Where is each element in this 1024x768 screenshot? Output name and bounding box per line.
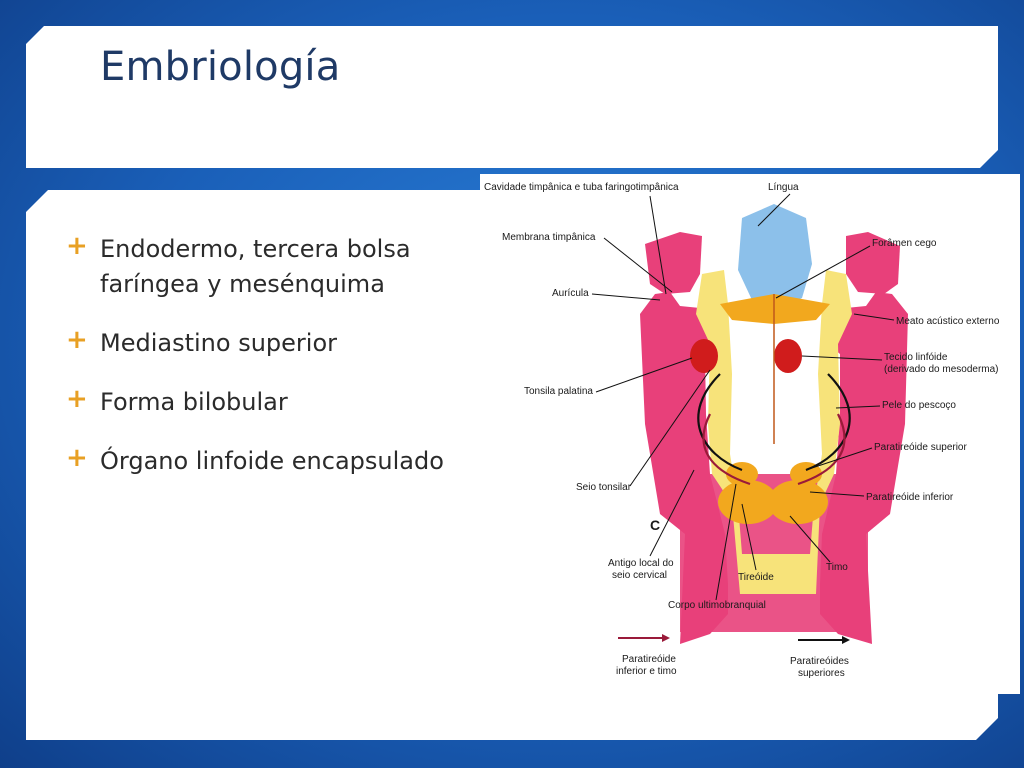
leader-line — [715, 483, 737, 601]
palatine-tonsil — [774, 339, 802, 373]
label-cavidade: Cavidade timpânica e tuba faringotimpâni… — [484, 182, 679, 193]
label-lingua: Língua — [768, 182, 799, 193]
label-foramen: Forâmen cego — [872, 238, 937, 249]
bullet-item: + Mediastino superior — [62, 325, 462, 361]
legend-label: inferior e timo — [616, 666, 677, 677]
label-tireoide: Tireóide — [738, 572, 774, 583]
thymus — [790, 462, 822, 486]
palatine-tonsil — [690, 339, 718, 373]
leader-line — [809, 491, 865, 497]
embryology-figure: Cavidade timpânica e tuba faringotimpâni… — [480, 174, 1020, 694]
legend-label: superiores — [798, 668, 845, 679]
bullet-list: + Endodermo, tercera bolsa faríngea y me… — [62, 231, 462, 503]
leader-line — [757, 193, 791, 227]
plus-bullet-icon: + — [66, 231, 88, 261]
bullet-text: Endodermo, tercera bolsa faríngea y mesé… — [100, 235, 411, 298]
leader-line — [649, 195, 667, 295]
label-parainf: Paratireóide inferior — [866, 492, 954, 503]
legend-arrow-red — [662, 634, 670, 642]
leader-line — [853, 313, 895, 321]
leader-line — [595, 357, 693, 393]
migration-arrow — [702, 413, 751, 486]
label-pele: Pele do pescoço — [882, 400, 956, 411]
blue-tongue — [738, 204, 812, 308]
orange-floor — [720, 294, 830, 324]
label-tecido-sub: (derivado do mesoderma) — [884, 364, 999, 375]
label-parasup: Paratireóide superior — [874, 442, 967, 453]
leader-line — [649, 469, 695, 557]
leader-line — [629, 369, 711, 487]
label-tecido: Tecido linfóide — [884, 352, 948, 363]
plus-bullet-icon: + — [66, 443, 88, 473]
plus-bullet-icon: + — [66, 384, 88, 414]
label-auricula: Aurícula — [552, 288, 589, 299]
label-c: C — [650, 517, 660, 533]
bullet-item: + Órgano linfoide encapsulado — [62, 443, 462, 479]
title-panel: Embriología — [26, 26, 998, 168]
label-corpo: Corpo ultimobranquial — [668, 600, 766, 611]
label-membrana: Membrana timpânica — [502, 232, 596, 243]
bullet-text: Forma bilobular — [100, 388, 288, 416]
slide-title: Embriología — [100, 44, 341, 90]
pink-ear-right — [846, 232, 900, 294]
legend-label: Paratireóide — [622, 654, 676, 665]
bullet-item: + Endodermo, tercera bolsa faríngea y me… — [62, 231, 462, 302]
label-meato: Meato acústico externo — [896, 316, 1000, 327]
migration-arrow — [697, 373, 743, 472]
leader-line — [591, 293, 661, 301]
label-antigo-sub: seio cervical — [612, 570, 667, 581]
migration-arrow — [805, 373, 851, 472]
leader-line — [801, 355, 883, 361]
leader-line — [741, 503, 757, 571]
leader-line — [775, 245, 871, 299]
label-timo: Timo — [826, 562, 848, 573]
thyroid-gland — [718, 480, 778, 524]
bullet-text: Mediastino superior — [100, 329, 337, 357]
bullet-text: Órgano linfoide encapsulado — [100, 447, 444, 475]
leader-line — [805, 447, 873, 471]
leader-line — [835, 405, 881, 409]
thymus — [726, 462, 758, 486]
bullet-item: + Forma bilobular — [62, 384, 462, 420]
pink-ear-left — [645, 232, 702, 294]
pharyngeal-diagram: Cavidade timpânica e tuba faringotimpâni… — [484, 182, 1000, 679]
label-antigo: Antigo local do — [608, 558, 674, 569]
label-seio: Seio tonsilar — [576, 482, 632, 493]
label-tonsila: Tonsila palatina — [524, 386, 593, 397]
legend-arrow-black — [842, 636, 850, 644]
plus-bullet-icon: + — [66, 325, 88, 355]
legend-label: Paratireóides — [790, 656, 849, 667]
leader-line — [789, 515, 831, 563]
leader-line — [603, 237, 673, 293]
thyroid-gland — [768, 480, 828, 524]
